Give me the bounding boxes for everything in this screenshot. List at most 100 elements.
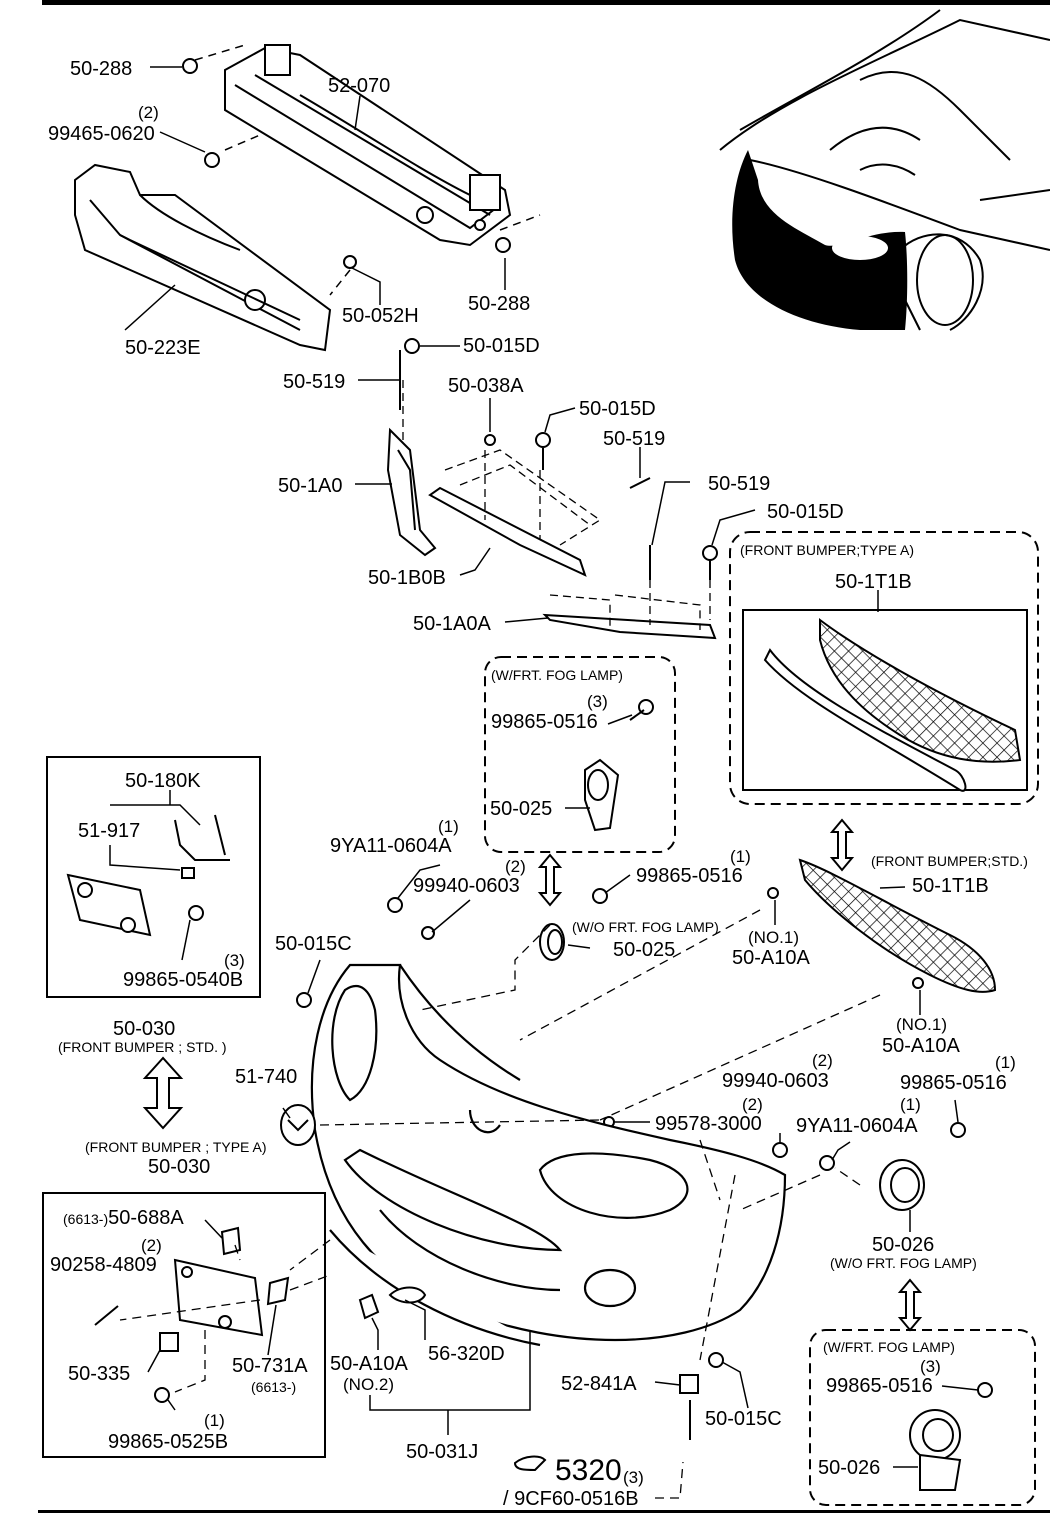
grille-mesh-type-a [819,618,1022,763]
label-no1-b: (NO.1) [896,1015,947,1034]
label-6613-note: (6613-) [251,1379,296,1395]
shield-dashed-outline [402,380,602,546]
label-50-519-a: 50-519 [283,371,345,393]
label-50-052h: 50-052H [342,305,419,327]
label-99940-0603-b: 99940-0603 [722,1070,829,1092]
fog-lamp-box-b [809,1329,1036,1506]
label-99865-0516-a: 99865-0516 [636,865,743,887]
label-50-038a: 50-038A [448,375,524,397]
label-56-320d: 56-320D [428,1343,505,1365]
label-qty: (3) [224,951,245,970]
label-50-030-b: 50-030 [148,1156,210,1178]
label-99865-0540b: 99865-0540B [123,969,243,991]
vehicle-locator-illustration [719,9,1050,331]
label-99940-0603-a: 99940-0603 [413,875,520,897]
grille-mesh-std [798,858,997,993]
label-qty: (2) [505,857,526,876]
fog-lamp-bracket-50-025 [584,758,620,832]
label-50-026-a: 50-026 [872,1234,934,1256]
label-qty: (2) [812,1051,833,1070]
label-qty: (3) [587,692,608,711]
note-front-bumper-std-b: (FRONT BUMPER ; STD. ) [58,1039,227,1055]
note-wo-frt-fog-lamp-a: (W/O FRT. FOG LAMP) [572,919,719,935]
note-front-bumper-type-a-b: (FRONT BUMPER ; TYPE A) [85,1139,267,1155]
assembly-dashes [119,909,881,1499]
label-50-223e: 50-223E [125,337,201,359]
fastener-icons [182,58,993,1440]
label-50-a10a-c: 50-A10A [330,1353,408,1375]
label-qty: (1) [995,1053,1016,1072]
grille-frame [763,648,967,792]
label-99865-0516-b: 99865-0516 [491,711,598,733]
label-9ya11-0604a-b: 9YA11-0604A [796,1115,918,1137]
label-50-180k: 50-180K [125,770,201,792]
label-qty: (3) [920,1357,941,1376]
undercover-dashed [549,580,711,630]
label-50-1b0b: 50-1B0B [368,567,446,589]
label-50-519-c: 50-519 [708,473,770,495]
type-a-grille-inner [742,609,1028,791]
label-99865-0516-d: 99865-0516 [826,1375,933,1397]
type-a-grille-box [729,531,1039,805]
label-50-a10a-a: 50-A10A [732,947,810,969]
label-6613-50-688a: (6613-)50-688A [63,1207,184,1229]
label-6613-prefix: (6613-) [63,1211,108,1227]
label-50-288-right: 50-288 [468,293,530,315]
headlight-shape [832,236,888,260]
bottom-border [38,1510,1050,1513]
label-99865-0516-c: 99865-0516 [900,1072,1007,1094]
label-50-731a: 50-731A [232,1355,308,1377]
fog-lamp-box-a [484,656,676,853]
label-50-031j: 50-031J [406,1441,478,1463]
type-a-license-bracket [94,1226,290,1403]
label-no2: (NO.2) [343,1375,394,1394]
bumper-reinforcement-52-070 [224,44,512,247]
label-51-917: 51-917 [78,820,140,842]
label-qty: (2) [141,1236,162,1255]
label-50-1a0: 50-1A0 [278,475,343,497]
part-labels: 50-288 52-070 (2) 99465-0620 50-288 50-0… [48,58,1028,1510]
note-wfrt-fog-lamp-b: (W/FRT. FOG LAMP) [823,1339,955,1355]
label-no1-a: (NO.1) [748,928,799,947]
label-50-1t1b-a: 50-1T1B [835,571,912,593]
label-50-015c-a: 50-015C [275,933,352,955]
label-99578-3000: 99578-3000 [655,1113,762,1135]
note-front-bumper-type-a-a: (FRONT BUMPER;TYPE A) [740,542,914,558]
label-50-335: 50-335 [68,1363,130,1385]
label-qty: (1) [730,847,751,866]
label-50-015d-b: 50-015D [579,398,656,420]
double-arrows [142,818,923,1332]
label-qty: (3) [623,1468,644,1487]
std-license-bracket [66,814,230,937]
type-a-license-box [42,1192,326,1458]
fog-lamp-rings [539,923,962,1491]
note-wo-frt-fog-lamp-b: (W/O FRT. FOG LAMP) [830,1255,977,1271]
emblem-51-740 [280,1104,316,1146]
label-5320: 5320 [555,1454,622,1487]
label-52-070: 52-070 [328,75,390,97]
label-qty: (1) [204,1411,225,1430]
label-99465-0620: 99465-0620 [48,123,155,145]
label-50-015c-b: 50-015C [705,1408,782,1430]
label-9ya11-0604a-a: 9YA11-0604A [330,835,452,857]
front-bumper-highlight [732,150,908,330]
label-50-015d-c: 50-015D [767,501,844,523]
label-50-288-top: 50-288 [70,58,132,80]
leader-dashes-top [194,44,541,296]
label-99865-0525b: 99865-0525B [108,1431,228,1453]
leader-lines [109,66,979,1468]
std-license-box [46,756,261,998]
top-border [42,0,1050,5]
label-qty: (2) [138,103,159,122]
label-50-025-a: 50-025 [490,798,552,820]
bumper-fascia-50-031j [310,963,787,1347]
splash-shield-50-1b0b [428,486,587,577]
energy-absorber-50-223e [74,163,332,352]
label-50-030-a: 50-030 [113,1018,175,1040]
label-50-688a: 50-688A [108,1207,184,1229]
label-50-a10a-b: 50-A10A [882,1035,960,1057]
label-50-015d-a: 50-015D [463,335,540,357]
label-50-026-b: 50-026 [818,1457,880,1479]
label-50-025-b: 50-025 [613,939,675,961]
label-qty: (1) [900,1095,921,1114]
